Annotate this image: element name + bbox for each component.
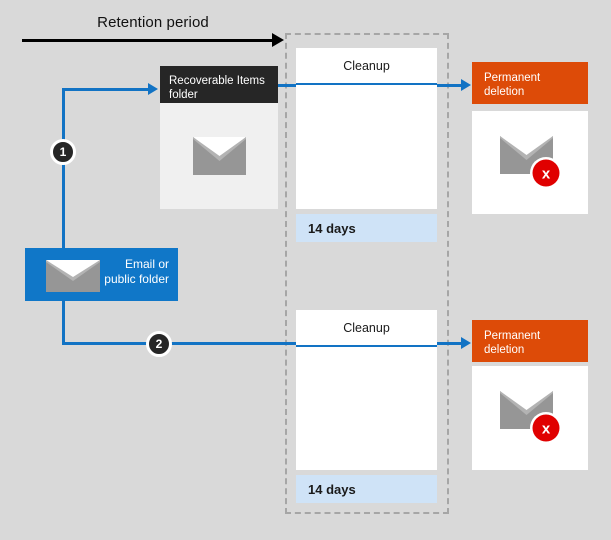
envelope-deleted-icon: x — [500, 391, 566, 447]
step-marker-1: 1 — [50, 139, 76, 165]
permanent-deletion-bottom-header-line1: Permanent — [484, 330, 541, 342]
cleanup-group-dashed-border — [285, 33, 449, 514]
permanent-deletion-top: Permanent deletion x — [472, 62, 588, 215]
connector-step1-vertical — [62, 88, 65, 250]
cleanup-panel-top-rule — [296, 83, 437, 85]
step-marker-1-number: 1 — [59, 145, 67, 159]
permanent-deletion-bottom-header-line2: deletion — [484, 344, 525, 356]
permanent-deletion-top-header-line2: deletion — [484, 86, 525, 98]
recoverable-items-folder: Recoverable Items folder — [160, 66, 278, 209]
permanent-deletion-bottom: Permanent deletion x — [472, 320, 588, 472]
cleanup-panel-bottom-duration: 14 days — [296, 475, 437, 503]
source-label-line2: public folder — [104, 272, 169, 286]
connector-step1-horizontal — [62, 88, 148, 91]
recoverable-items-folder-header: Recoverable Items folder — [160, 66, 278, 103]
retention-period-label: Retention period — [97, 14, 209, 31]
source-email-or-public-folder-label: Email or public folder — [104, 257, 169, 287]
cleanup-panel-top-title: Cleanup — [343, 59, 390, 73]
envelope-icon — [193, 137, 246, 175]
permanent-deletion-bottom-header: Permanent deletion — [472, 320, 588, 362]
connector-step2-arrow-head — [461, 337, 471, 349]
source-label-line1: Email or — [124, 257, 169, 271]
source-email-or-public-folder: Email or public folder — [25, 248, 178, 301]
retention-period-arrow-head — [272, 33, 284, 47]
cleanup-panel-top: Cleanup 14 days — [296, 48, 437, 242]
permanent-deletion-bottom-body: x — [472, 366, 588, 470]
svg-text:x: x — [542, 166, 551, 183]
recoverable-items-folder-body — [160, 103, 278, 209]
permanent-deletion-top-header-line1: Permanent — [484, 72, 541, 84]
cleanup-panel-top-duration: 14 days — [296, 214, 437, 242]
permanent-deletion-top-body: x — [472, 111, 588, 214]
envelope-icon — [46, 260, 100, 292]
cleanup-panel-bottom-rule — [296, 345, 437, 347]
cleanup-panel-bottom-title: Cleanup — [343, 321, 390, 335]
cleanup-panel-bottom: Cleanup 14 days — [296, 310, 437, 503]
connector-step2-vertical — [62, 300, 65, 344]
step-marker-2: 2 — [146, 331, 172, 357]
cleanup-panel-bottom-body: Cleanup — [296, 310, 437, 470]
connector-step1-arrow-head — [148, 83, 158, 95]
retention-period-arrow-line — [22, 39, 276, 42]
recoverable-items-folder-header-line1: Recoverable Items — [169, 75, 265, 87]
svg-text:x: x — [542, 421, 551, 438]
recoverable-items-folder-header-line2: folder — [169, 89, 198, 101]
connector-top-cleanup-arrow-head — [461, 79, 471, 91]
envelope-deleted-icon: x — [500, 136, 566, 192]
step-marker-2-number: 2 — [155, 337, 163, 351]
cleanup-panel-top-body: Cleanup — [296, 48, 437, 209]
permanent-deletion-top-header: Permanent deletion — [472, 62, 588, 104]
connector-step2-horizontal — [62, 342, 464, 345]
